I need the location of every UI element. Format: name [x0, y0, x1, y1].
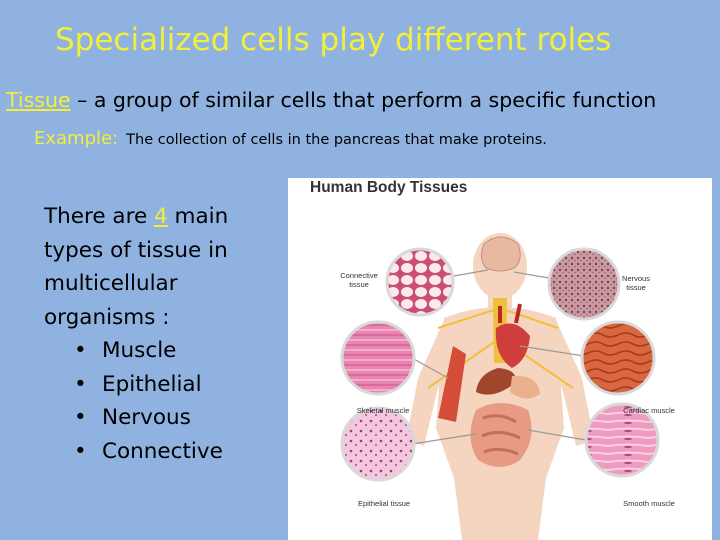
example-line: Example: The collection of cells in the p… — [34, 128, 547, 149]
figure-title: Human Body Tissues — [310, 179, 468, 196]
tissue-illustration — [340, 233, 660, 540]
list-item: Epithelial — [74, 368, 284, 402]
epithelial-tissue-label: Epithelial tissue — [357, 499, 411, 508]
example-text: The collection of cells in the pancreas … — [126, 132, 547, 148]
intro-before: There are — [44, 204, 155, 229]
tissue-count: 4 — [154, 204, 168, 229]
slide-title: Specialized cells play different roles — [55, 22, 612, 58]
cardiac-muscle-sample — [580, 320, 656, 396]
epithelial-tissue-sample — [340, 406, 416, 482]
body-silhouette — [406, 233, 594, 540]
list-item: Muscle — [74, 334, 284, 368]
nervous-tissue-sample — [547, 247, 621, 321]
tissue-types-list: Muscle Epithelial Nervous Connective — [44, 334, 284, 468]
intro-after: main types of tissue in multicellular or… — [44, 204, 229, 330]
nervous-tissue-label: Nervous tissue — [622, 274, 650, 292]
definition-term: Tissue — [6, 88, 71, 112]
tissue-types-intro: There are 4 main types of tissue in mult… — [44, 200, 284, 334]
connective-tissue-sample — [385, 247, 455, 317]
cardiac-muscle-label: Cardiac muscle — [623, 406, 675, 415]
connective-tissue-label: Connective tissue — [340, 271, 378, 289]
skeletal-muscle-label: Skeletal muscle — [356, 406, 410, 415]
human-body-tissues-figure: Human Body Tissues Connective tissue Ner… — [288, 178, 712, 540]
skeletal-muscle-sample — [340, 320, 416, 396]
smooth-muscle-label: Smooth muscle — [623, 499, 675, 508]
smooth-muscle-sample — [584, 402, 660, 478]
tissue-definition: Tissue – a group of similar cells that p… — [6, 88, 656, 112]
definition-text: – a group of similar cells that perform … — [70, 88, 657, 112]
tissue-types-block: There are 4 main types of tissue in mult… — [44, 200, 284, 468]
example-label: Example: — [34, 128, 119, 149]
list-item: Connective — [74, 435, 284, 469]
list-item: Nervous — [74, 401, 284, 435]
